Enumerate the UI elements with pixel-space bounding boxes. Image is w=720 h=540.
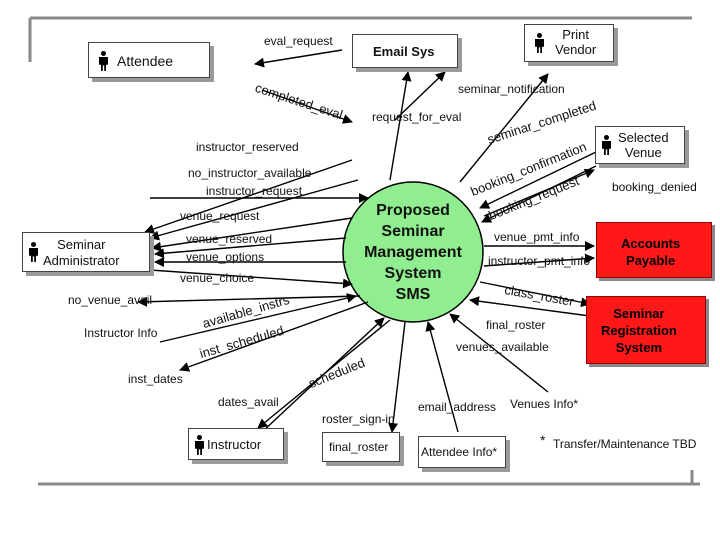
person-icon [535,33,544,53]
flow-venue-options: venue_options [186,250,265,264]
arrow-available-instrs [159,293,357,343]
actor-seminar-administrator-label: Seminar Administrator [43,237,120,268]
arrow-seminar-notification [394,71,446,121]
arrow-print-vendor [459,73,549,183]
flow-email-address: email_address [418,400,497,414]
arrow-booking-confirmation [479,151,597,209]
actor-attendee-info[interactable]: Attendee Info* [418,436,506,468]
person-icon [99,51,108,71]
footnote-text: Transfer/Maintenance TBD [553,437,697,451]
actor-seminar-registration-system[interactable]: Seminar Registration System [586,296,706,364]
actor-final-roster-store[interactable]: final_roster [322,432,400,462]
flow-no-venue-avail: no_venue_avail [68,293,153,307]
arrow-completed-eval [261,89,353,124]
flow-venues-available: venues_available [456,340,549,354]
flow-inst-dates: inst_dates [128,372,183,386]
actor-seminar-registration-label: Seminar Registration System [601,306,677,355]
actor-attendee-info-label: Attendee Info* [421,445,498,459]
arrow-eval-request [254,49,343,68]
arrow-booking-denied [481,165,597,223]
actor-instructor-label: Instructor [207,437,262,452]
person-icon [602,135,611,155]
arrow-email-address [425,321,459,433]
footnote-star: * [540,432,546,448]
system-process-circle [342,181,484,323]
actor-seminar-administrator[interactable]: Seminar Administrator [22,232,150,272]
flow-venue-request: venue_request [180,209,260,223]
arrow-inst-scheduled [179,301,369,372]
flow-venues-info: Venues Info* [510,397,579,411]
person-icon [29,242,38,262]
flow-venue-reserved: venue_reserved [186,232,273,246]
arrow-roster-sign-in [388,321,406,433]
arrow-venues-available [449,313,549,393]
flow-request-for-eval: request_for_eval [372,110,462,124]
actor-selected-venue[interactable]: Selected Venue [595,126,685,164]
flow-booking-denied: booking_denied [612,180,697,194]
arrow-class-roster [479,281,591,308]
actor-accounts-payable[interactable]: Accounts Payable [596,222,712,278]
arrow-booking-request [483,168,595,217]
flow-venue-pmt-info: venue_pmt_info [494,230,580,244]
actor-instructor[interactable]: Instructor [188,428,284,460]
actor-print-vendor-label: Print Vendor [555,27,597,57]
flow-instructor-info: Instructor Info [84,326,158,340]
arrow-venue-request [151,217,353,252]
flow-roster-sign-in: roster_sign-in [322,412,395,426]
actor-attendee-label: Attendee [117,53,174,69]
actor-accounts-payable-label: Accounts Payable [621,236,681,268]
arrow-instructor-pmt-info [483,253,595,267]
actor-email-sys[interactable]: Email Sys [352,34,458,68]
actor-attendee[interactable]: Attendee [88,42,210,78]
flow-eval-request: eval_request [264,34,333,48]
arrow-no-instructor-available [149,179,359,241]
person-icon [195,435,204,455]
arrow-final-roster [469,296,591,317]
actor-selected-venue-label: Selected Venue [618,130,669,160]
flow-instructor-reserved: instructor_reserved [196,140,299,154]
flow-instructor-request: instructor_request [206,184,303,198]
flow-seminar-notification: seminar_notification [458,82,565,96]
flow-no-instructor-available: no_instructor_available [188,166,312,180]
actor-email-sys-label: Email Sys [373,44,435,59]
arrow-request-for-eval [389,71,412,181]
flow-instructor-pmt-info: instructor_pmt_info [488,254,591,268]
actor-final-roster-store-label: final_roster [329,440,389,454]
actor-print-vendor[interactable]: Print Vendor [524,24,614,62]
arrow-venue-choice [149,269,353,289]
flow-dates-avail: dates_avail [218,395,279,409]
arrow-no-venue-avail [137,295,361,307]
flow-final-roster: final_roster [486,318,546,332]
arrow-dates-avail [261,317,385,433]
arrow-venue-reserved [154,237,347,259]
arrow-instructor-reserved [144,159,353,234]
system-label: Proposed Seminar Management System SMS [364,202,462,303]
flow-venue-choice: venue_choice [180,271,255,285]
